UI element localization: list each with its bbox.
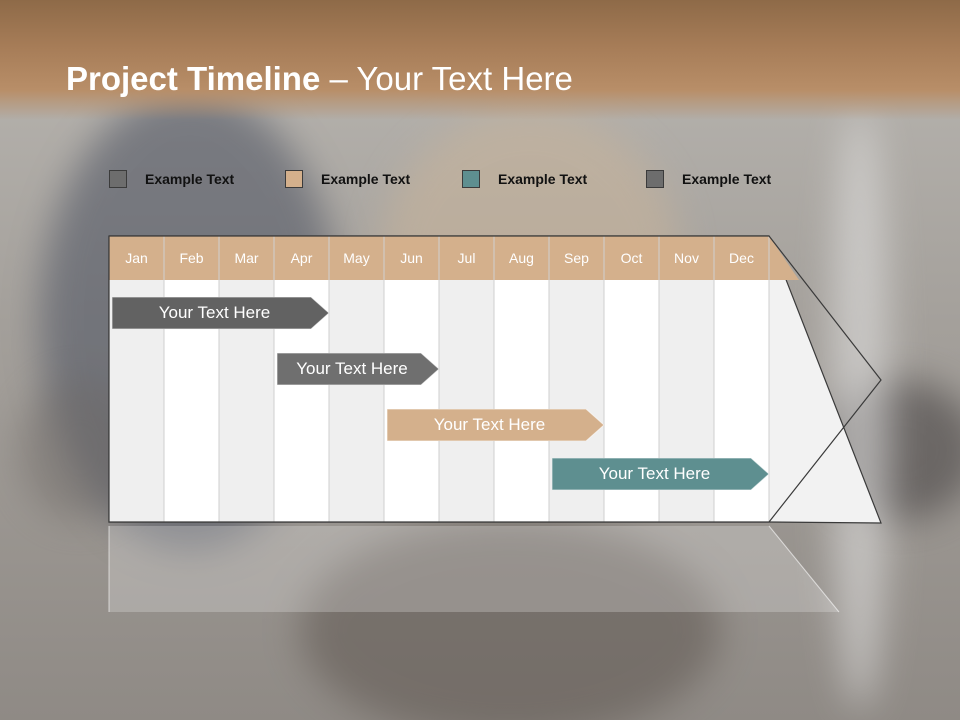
legend-swatch-2 <box>285 170 303 188</box>
title-bold: Project Timeline <box>66 60 321 97</box>
month-label-oct: Oct <box>620 250 643 266</box>
task-arrow-shape <box>387 409 604 441</box>
task-arrow-shape <box>112 297 329 329</box>
month-label-jan: Jan <box>125 250 148 266</box>
timeline-reflection <box>109 526 839 612</box>
legend-swatch-1 <box>109 170 127 188</box>
month-label-may: May <box>343 250 370 266</box>
month-label-apr: Apr <box>290 250 313 266</box>
month-column <box>329 280 384 522</box>
task-bar-4[interactable]: Your Text Here <box>552 458 769 490</box>
month-column <box>494 280 549 522</box>
task-arrow-shape <box>552 458 769 490</box>
task-bar-2[interactable]: Your Text Here <box>277 353 439 385</box>
legend-item-4: Example Text <box>646 170 771 188</box>
header-band <box>0 0 960 120</box>
month-label-aug: Aug <box>509 250 534 266</box>
month-label-sep: Sep <box>564 250 589 266</box>
task-arrow-shape <box>277 353 439 385</box>
legend-label-2: Example Text <box>321 171 411 187</box>
month-column <box>439 280 494 522</box>
task-label: Your Text Here <box>158 303 271 322</box>
task-bar-3[interactable]: Your Text Here <box>387 409 604 441</box>
month-label-jul: Jul <box>457 250 476 266</box>
reflection-edge <box>768 525 840 613</box>
task-label: Your Text Here <box>598 464 711 483</box>
month-band <box>109 236 799 280</box>
task-bar-1[interactable]: Your Text Here <box>112 297 329 329</box>
legend-item-3: Example Text <box>462 170 587 188</box>
month-label-feb: Feb <box>179 250 204 266</box>
legend-label-1: Example Text <box>145 171 235 187</box>
timeline-outline <box>108 235 882 523</box>
month-label-mar: Mar <box>234 250 259 266</box>
legend-label-4: Example Text <box>682 171 772 187</box>
month-label-nov: Nov <box>674 250 699 266</box>
legend-swatch-3 <box>462 170 480 188</box>
page-title: Project Timeline – Your Text Here <box>66 60 573 98</box>
month-label-dec: Dec <box>729 250 754 266</box>
legend-label-3: Example Text <box>498 171 588 187</box>
legend-item-1: Example Text <box>109 170 234 188</box>
legend-item-2: Example Text <box>285 170 410 188</box>
task-label: Your Text Here <box>296 359 408 378</box>
month-column <box>384 280 439 522</box>
title-rest: – Your Text Here <box>320 60 573 97</box>
month-label-jun: Jun <box>400 250 423 266</box>
legend-swatch-4 <box>646 170 664 188</box>
task-label: Your Text Here <box>433 415 546 434</box>
